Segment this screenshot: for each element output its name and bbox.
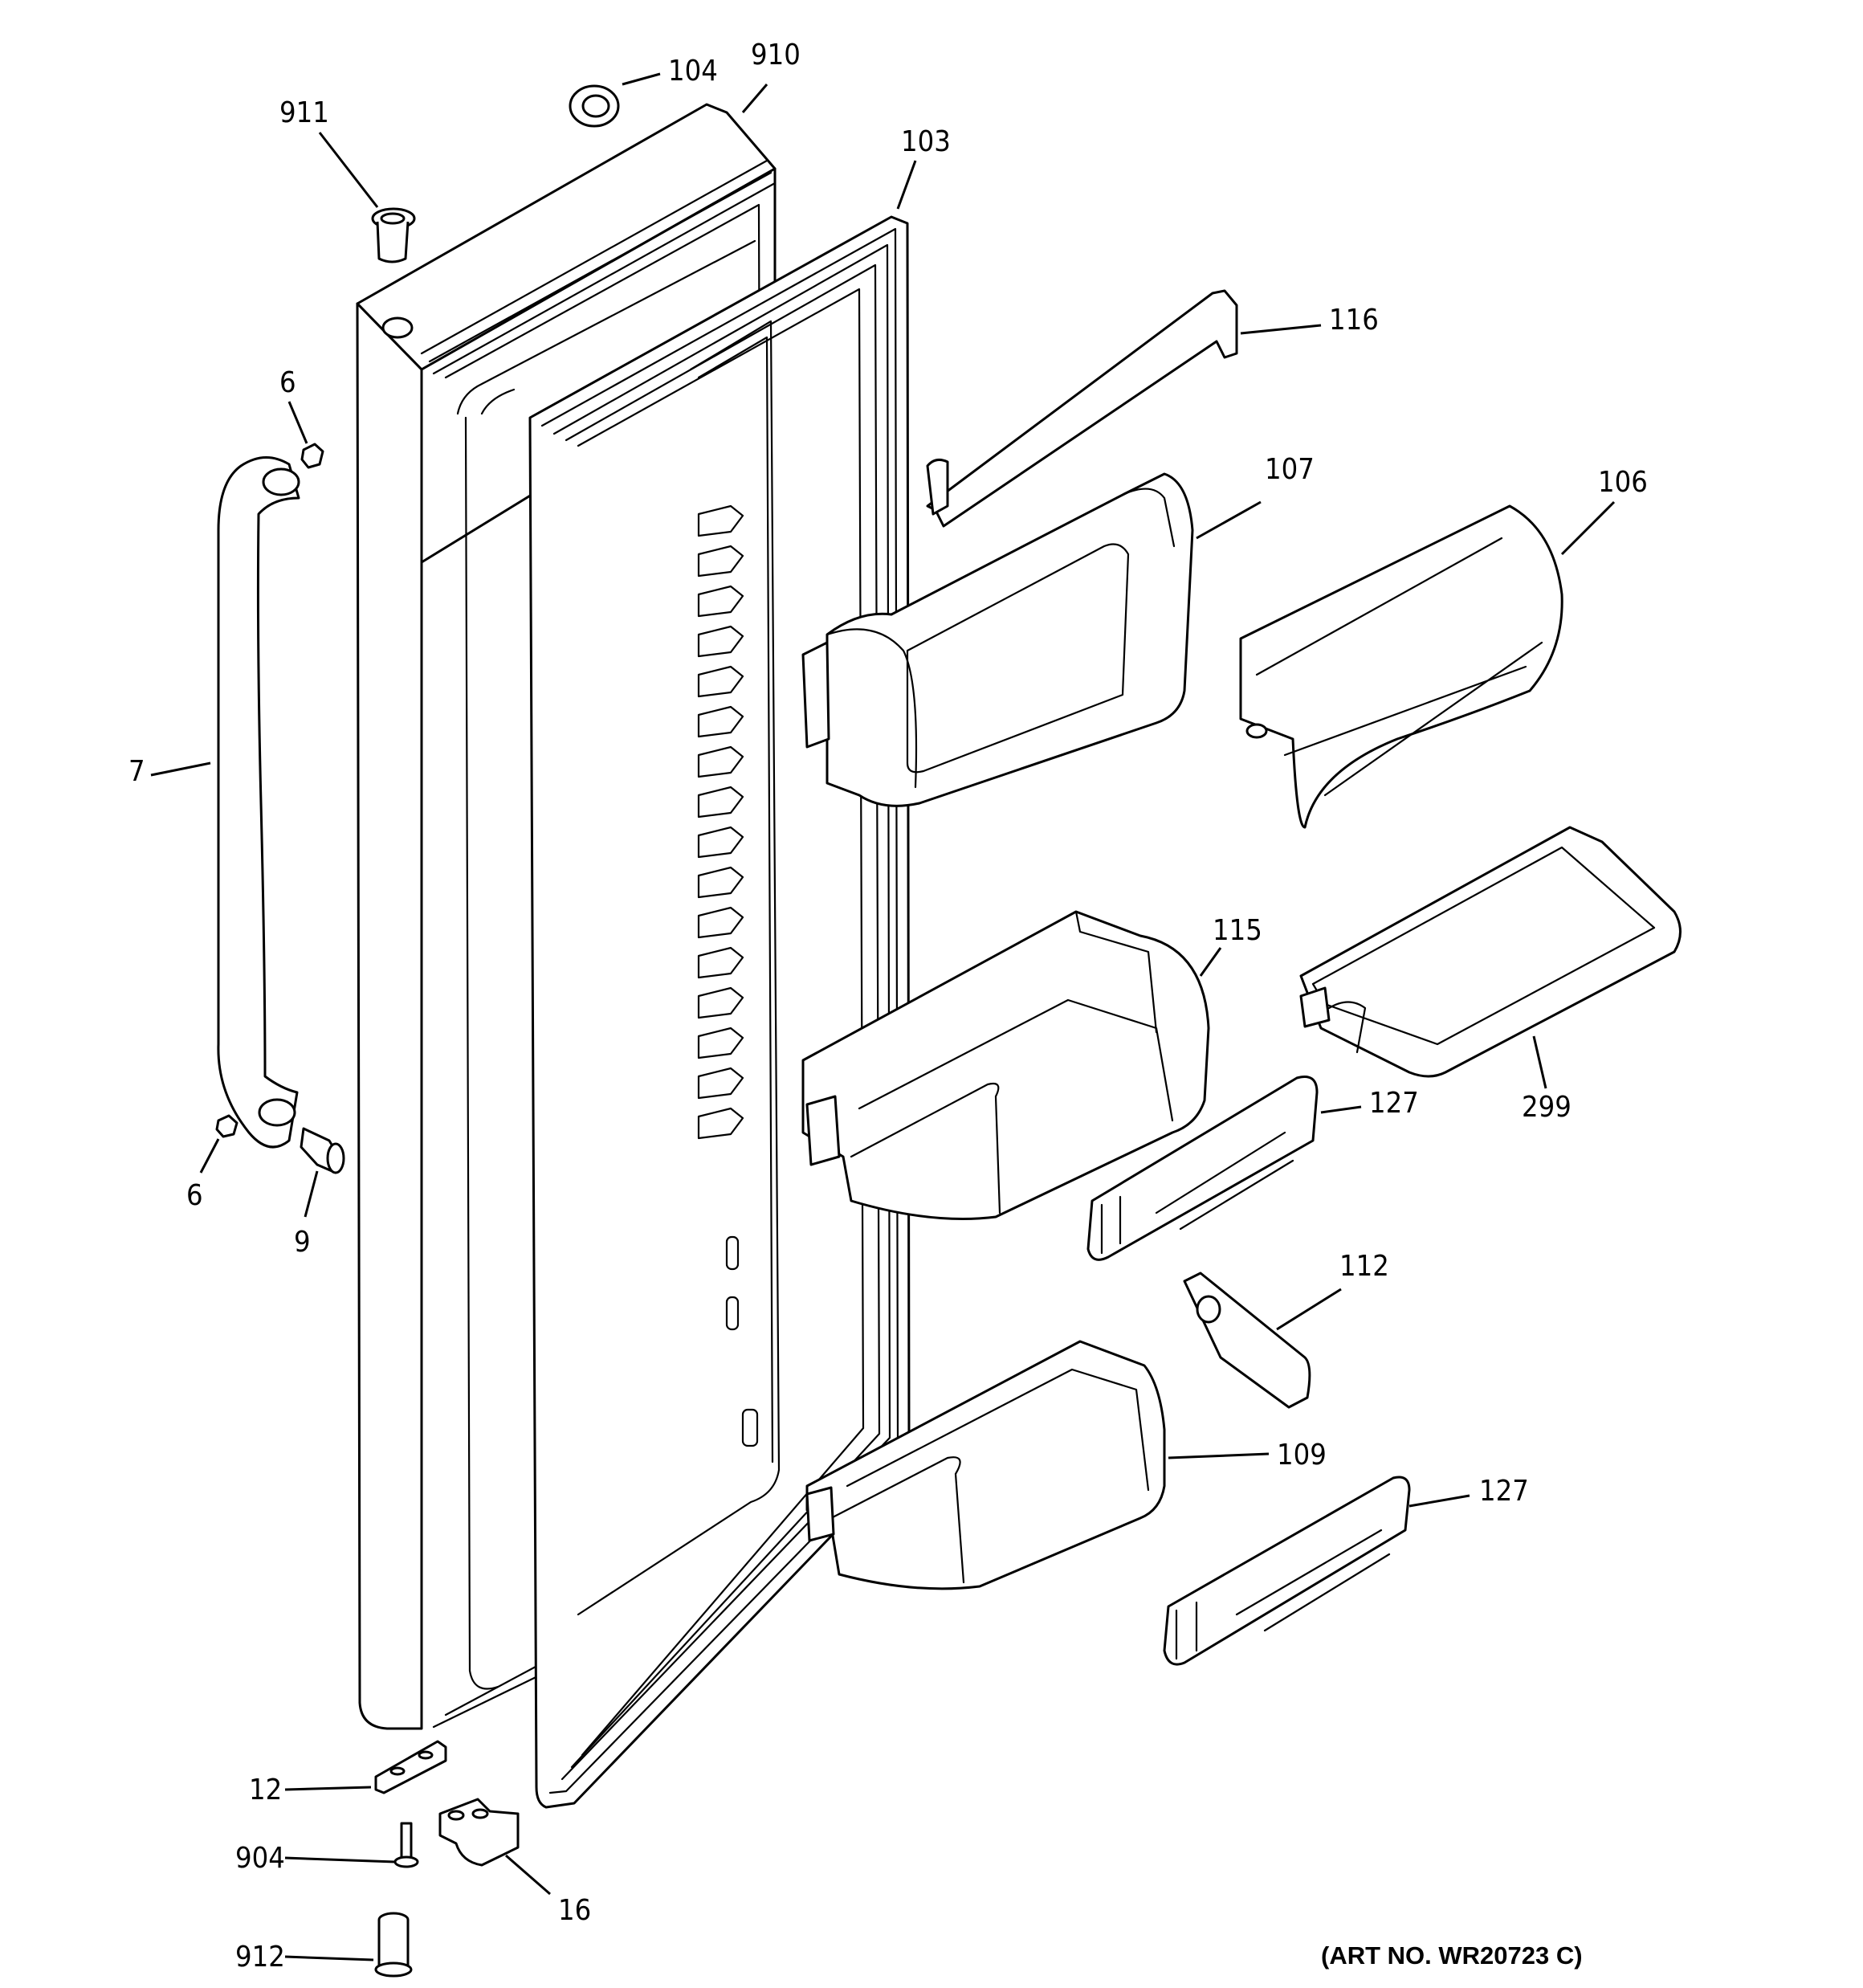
hinge-bracket-16 [438,1798,520,1867]
leader-lines [150,72,1616,1961]
bin-divider-112 [1183,1272,1311,1409]
callout-9: 9 [294,1226,311,1259]
callout-109: 109 [1277,1439,1327,1472]
bin-cover-127-lower [1163,1476,1411,1666]
door-bin-109 [805,1340,1166,1590]
bin-trim-116 [926,289,1238,528]
callout-107: 107 [1265,453,1315,486]
plug-button-104 [569,84,620,128]
callout-911: 911 [279,96,329,129]
dairy-cover-106 [1239,504,1563,829]
nut-top [300,443,324,469]
bin-cover-127-upper [1086,1076,1319,1261]
callout-127-upper: 127 [1369,1087,1419,1120]
screw-904 [393,1822,419,1868]
hinge-bushing-911 [371,207,416,263]
liner-shelf-ribs [697,504,759,1447]
art-number: (ART NO. WR20723 C) [1321,1941,1583,1970]
callout-116: 116 [1329,304,1379,337]
callout-103: 103 [901,125,951,158]
callout-7: 7 [128,755,145,788]
callout-16: 16 [558,1894,591,1927]
callout-115: 115 [1213,914,1262,947]
callout-904: 904 [235,1842,285,1875]
callout-104: 104 [668,55,718,88]
door-bin-115 [801,910,1210,1220]
nut-bottom [215,1114,238,1138]
callout-127-lower: 127 [1479,1475,1529,1508]
callout-6-top: 6 [279,366,296,399]
callout-6-bottom: 6 [186,1179,203,1212]
screw-9 [300,1127,345,1174]
door-bin-107 [801,472,1194,807]
callout-112: 112 [1339,1250,1389,1283]
callout-912: 912 [235,1941,285,1974]
door-bin-299 [1299,826,1682,1078]
hinge-pin-912 [374,1912,413,1978]
callout-910: 910 [751,39,801,71]
door-handle [217,456,300,1149]
callout-299: 299 [1522,1091,1572,1124]
hinge-shim-12 [374,1740,447,1794]
callout-106: 106 [1598,466,1648,499]
callout-12: 12 [249,1774,282,1806]
callout-labels: 104 910 911 103 116 6 107 106 7 115 127 … [128,39,1648,1974]
